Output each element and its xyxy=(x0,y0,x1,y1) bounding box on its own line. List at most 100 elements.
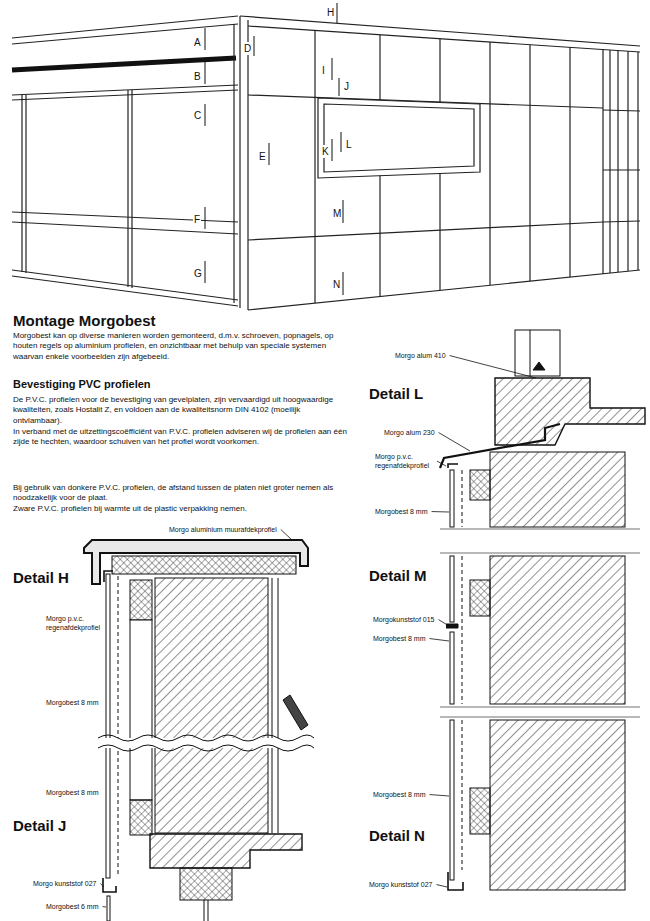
building-left-face xyxy=(12,16,238,306)
part-label: Morgo kunststof 027 xyxy=(368,880,433,889)
part-label: Morgobest 8 mm xyxy=(372,634,427,643)
part-label: Morgo alum 230 xyxy=(383,428,436,437)
drawing-line xyxy=(12,270,238,300)
drawing-line xyxy=(314,30,315,303)
drawing-line xyxy=(12,85,238,95)
drawing-line xyxy=(254,36,255,56)
drawing-rect xyxy=(107,896,110,921)
drawing-line xyxy=(332,139,333,161)
drawing-rect xyxy=(470,788,490,834)
drawing-polygon xyxy=(283,695,308,730)
drawing-rect xyxy=(450,556,454,622)
drawing-line xyxy=(440,529,640,530)
drawing-line xyxy=(205,62,206,84)
drawing-line xyxy=(205,207,206,229)
drawing-line xyxy=(131,90,132,288)
drawing-line xyxy=(603,221,640,222)
drawing-rect xyxy=(450,470,454,527)
drawing-polygon xyxy=(318,98,480,178)
drawing-polyline xyxy=(440,424,560,468)
drawing-line xyxy=(127,90,128,287)
drawing-rect xyxy=(155,578,268,833)
leader-line xyxy=(436,885,447,887)
drawing-line xyxy=(21,95,22,272)
dimension-letter: L xyxy=(345,138,353,151)
drawing-line xyxy=(343,200,344,223)
part-label: Morgobest 8 mm xyxy=(374,507,429,516)
drawing-line xyxy=(462,470,463,527)
dimension-letter: K xyxy=(321,145,330,158)
leader-line xyxy=(450,356,536,378)
leader-line xyxy=(437,461,446,466)
drawing-line xyxy=(530,330,531,376)
drawing-line xyxy=(247,20,248,310)
body-text: In verband met de uitzettingscoëfficiënt… xyxy=(12,427,352,448)
drawing-line xyxy=(12,212,238,222)
leader-line xyxy=(430,795,449,796)
drawing-line xyxy=(332,58,333,80)
drawing-line xyxy=(233,24,234,303)
drawing-polygon xyxy=(324,104,474,172)
drawing-polyline xyxy=(103,878,116,892)
drawing-line xyxy=(205,104,206,126)
body-text: Morgobest kan op diverse manieren worden… xyxy=(12,331,352,362)
part-label: Morgo kunststof 027 xyxy=(32,879,97,888)
drawing-line xyxy=(208,900,209,921)
detail-heading: Detail H xyxy=(12,568,70,588)
drawing-line xyxy=(248,270,640,310)
leader-line xyxy=(281,530,292,540)
drawing-line xyxy=(12,222,238,234)
drawing-line xyxy=(269,143,270,165)
drawing-line xyxy=(617,50,618,272)
drawing-rect xyxy=(490,720,625,890)
drawing-rect xyxy=(470,580,490,616)
drawing-line xyxy=(205,261,206,283)
drawing-line xyxy=(339,78,340,96)
drawing-line xyxy=(637,52,638,270)
leader-line xyxy=(100,884,104,887)
part-label: Morgo alum 410 xyxy=(394,351,447,360)
drawing-line xyxy=(12,90,238,100)
detail-n-drawing xyxy=(440,717,640,890)
detail-heading: Detail J xyxy=(12,816,67,836)
dimension-letter: E xyxy=(258,150,267,163)
dimension-letter: J xyxy=(343,80,350,93)
drawing-line xyxy=(204,900,205,921)
drawing-line xyxy=(603,110,640,111)
part-label: Morgobest 6 mm xyxy=(45,902,100,911)
dimension-letter: N xyxy=(332,278,341,291)
drawing-line xyxy=(239,16,240,308)
drawing-line xyxy=(205,28,206,50)
dimension-letter: D xyxy=(243,42,252,55)
drawing-rect xyxy=(130,800,152,835)
drawing-line xyxy=(440,717,640,718)
drawing-line xyxy=(337,3,338,23)
drawing-line xyxy=(462,556,463,704)
drawing-line xyxy=(278,578,279,833)
body-text: Zware P.V.C. profielen bij warmte uit de… xyxy=(12,504,352,514)
drawing-rect xyxy=(450,720,454,880)
leader-line xyxy=(432,511,449,512)
drawing-line xyxy=(462,720,463,870)
drawing-polygon xyxy=(495,378,645,445)
drawing-line xyxy=(627,51,628,271)
part-label: Morgo p.v.c. regenafdekprofiel xyxy=(374,452,434,470)
dimension-marks xyxy=(205,3,343,295)
body-text: Bij gebruik van donkere P.V.C. profielen… xyxy=(12,483,352,504)
drawing-line xyxy=(440,553,640,554)
dimension-letter: H xyxy=(326,6,335,19)
part-label: Morgobest 8 mm xyxy=(45,788,100,797)
dimension-letter: C xyxy=(193,109,202,122)
drawing-rect xyxy=(515,330,560,376)
drawing-line xyxy=(25,95,26,273)
part-label: Morgobest 8 mm xyxy=(372,790,427,799)
drawing-polyline xyxy=(448,872,463,890)
dimension-letter: M xyxy=(332,207,342,220)
drawing-rect xyxy=(490,452,625,527)
section-heading: Bevestiging PVC profielen xyxy=(12,377,152,391)
drawing-path xyxy=(98,745,314,751)
drawing-line xyxy=(12,24,238,44)
